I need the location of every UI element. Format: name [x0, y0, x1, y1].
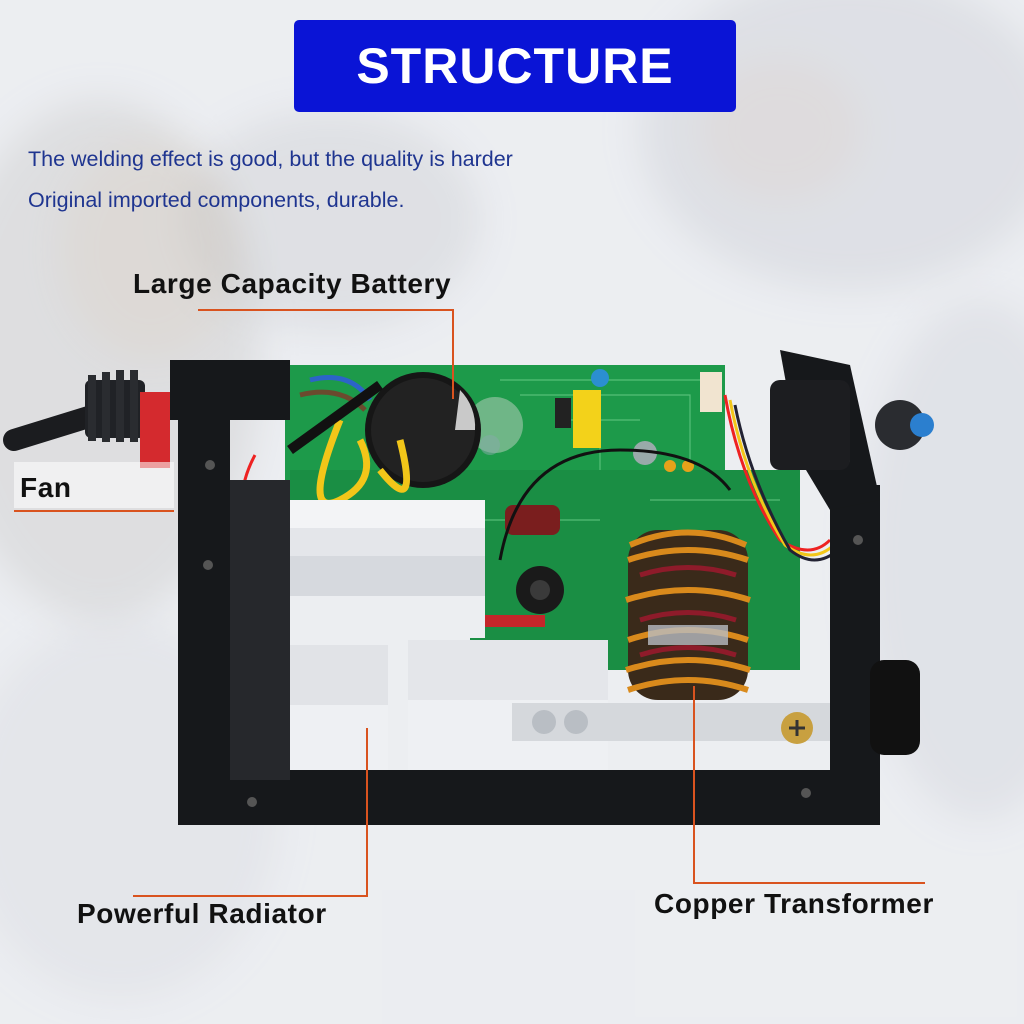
battery-leader-h [198, 309, 454, 311]
fan-leader-h [14, 510, 174, 512]
copper-leader-h [693, 882, 925, 884]
copper-leader-v [693, 686, 695, 884]
power-switch [140, 392, 170, 468]
radiator-leader-h [133, 895, 368, 897]
power-cable [3, 370, 170, 468]
metal-frame [170, 350, 934, 825]
subtitle-line-2: Original imported components, durable. [28, 188, 405, 212]
callout-label-copper: Copper Transformer [654, 888, 934, 919]
copper-transformer [625, 529, 751, 700]
bus-bar [512, 703, 832, 744]
callout-label-radiator: Powerful Radiator [77, 898, 327, 929]
title-banner: STRUCTURE [294, 20, 736, 112]
fan-label-backdrop [14, 462, 174, 508]
radiator-leader-v [366, 728, 368, 896]
callout-label-fan: Fan [20, 472, 72, 503]
battery-leader-v [452, 309, 454, 399]
page-title: STRUCTURE [356, 38, 674, 94]
capacitor [365, 372, 481, 488]
subtitle-line-1: The welding effect is good, but the qual… [28, 147, 513, 171]
callout-label-battery: Large Capacity Battery [133, 268, 452, 299]
